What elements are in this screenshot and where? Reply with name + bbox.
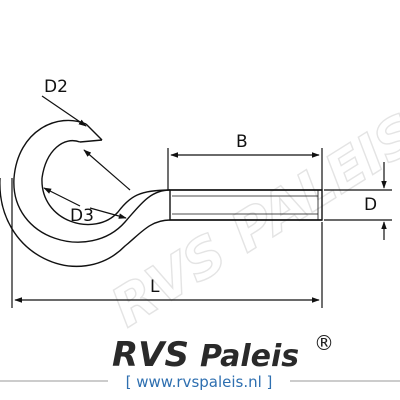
dimension-l <box>11 178 323 308</box>
label-d2: D2 <box>44 77 68 97</box>
dimension-d3 <box>43 187 127 219</box>
brand-logo: RVS Paleis ® <box>112 331 334 375</box>
website-url[interactable]: [ www.rvspaleis.nl ] <box>126 373 273 391</box>
brand-rvs: RVS <box>112 335 189 375</box>
dimension-d2 <box>41 95 131 191</box>
label-d3: D3 <box>70 206 94 226</box>
hook-outline <box>0 119 322 268</box>
label-d: D <box>364 195 377 215</box>
label-b: B <box>236 132 248 152</box>
registered-mark: ® <box>314 331 334 355</box>
dimension-b <box>167 148 323 190</box>
brand-paleis: Paleis <box>200 339 299 374</box>
dimension-d <box>324 162 392 240</box>
thread-section <box>169 189 323 221</box>
label-l: L <box>150 277 160 297</box>
